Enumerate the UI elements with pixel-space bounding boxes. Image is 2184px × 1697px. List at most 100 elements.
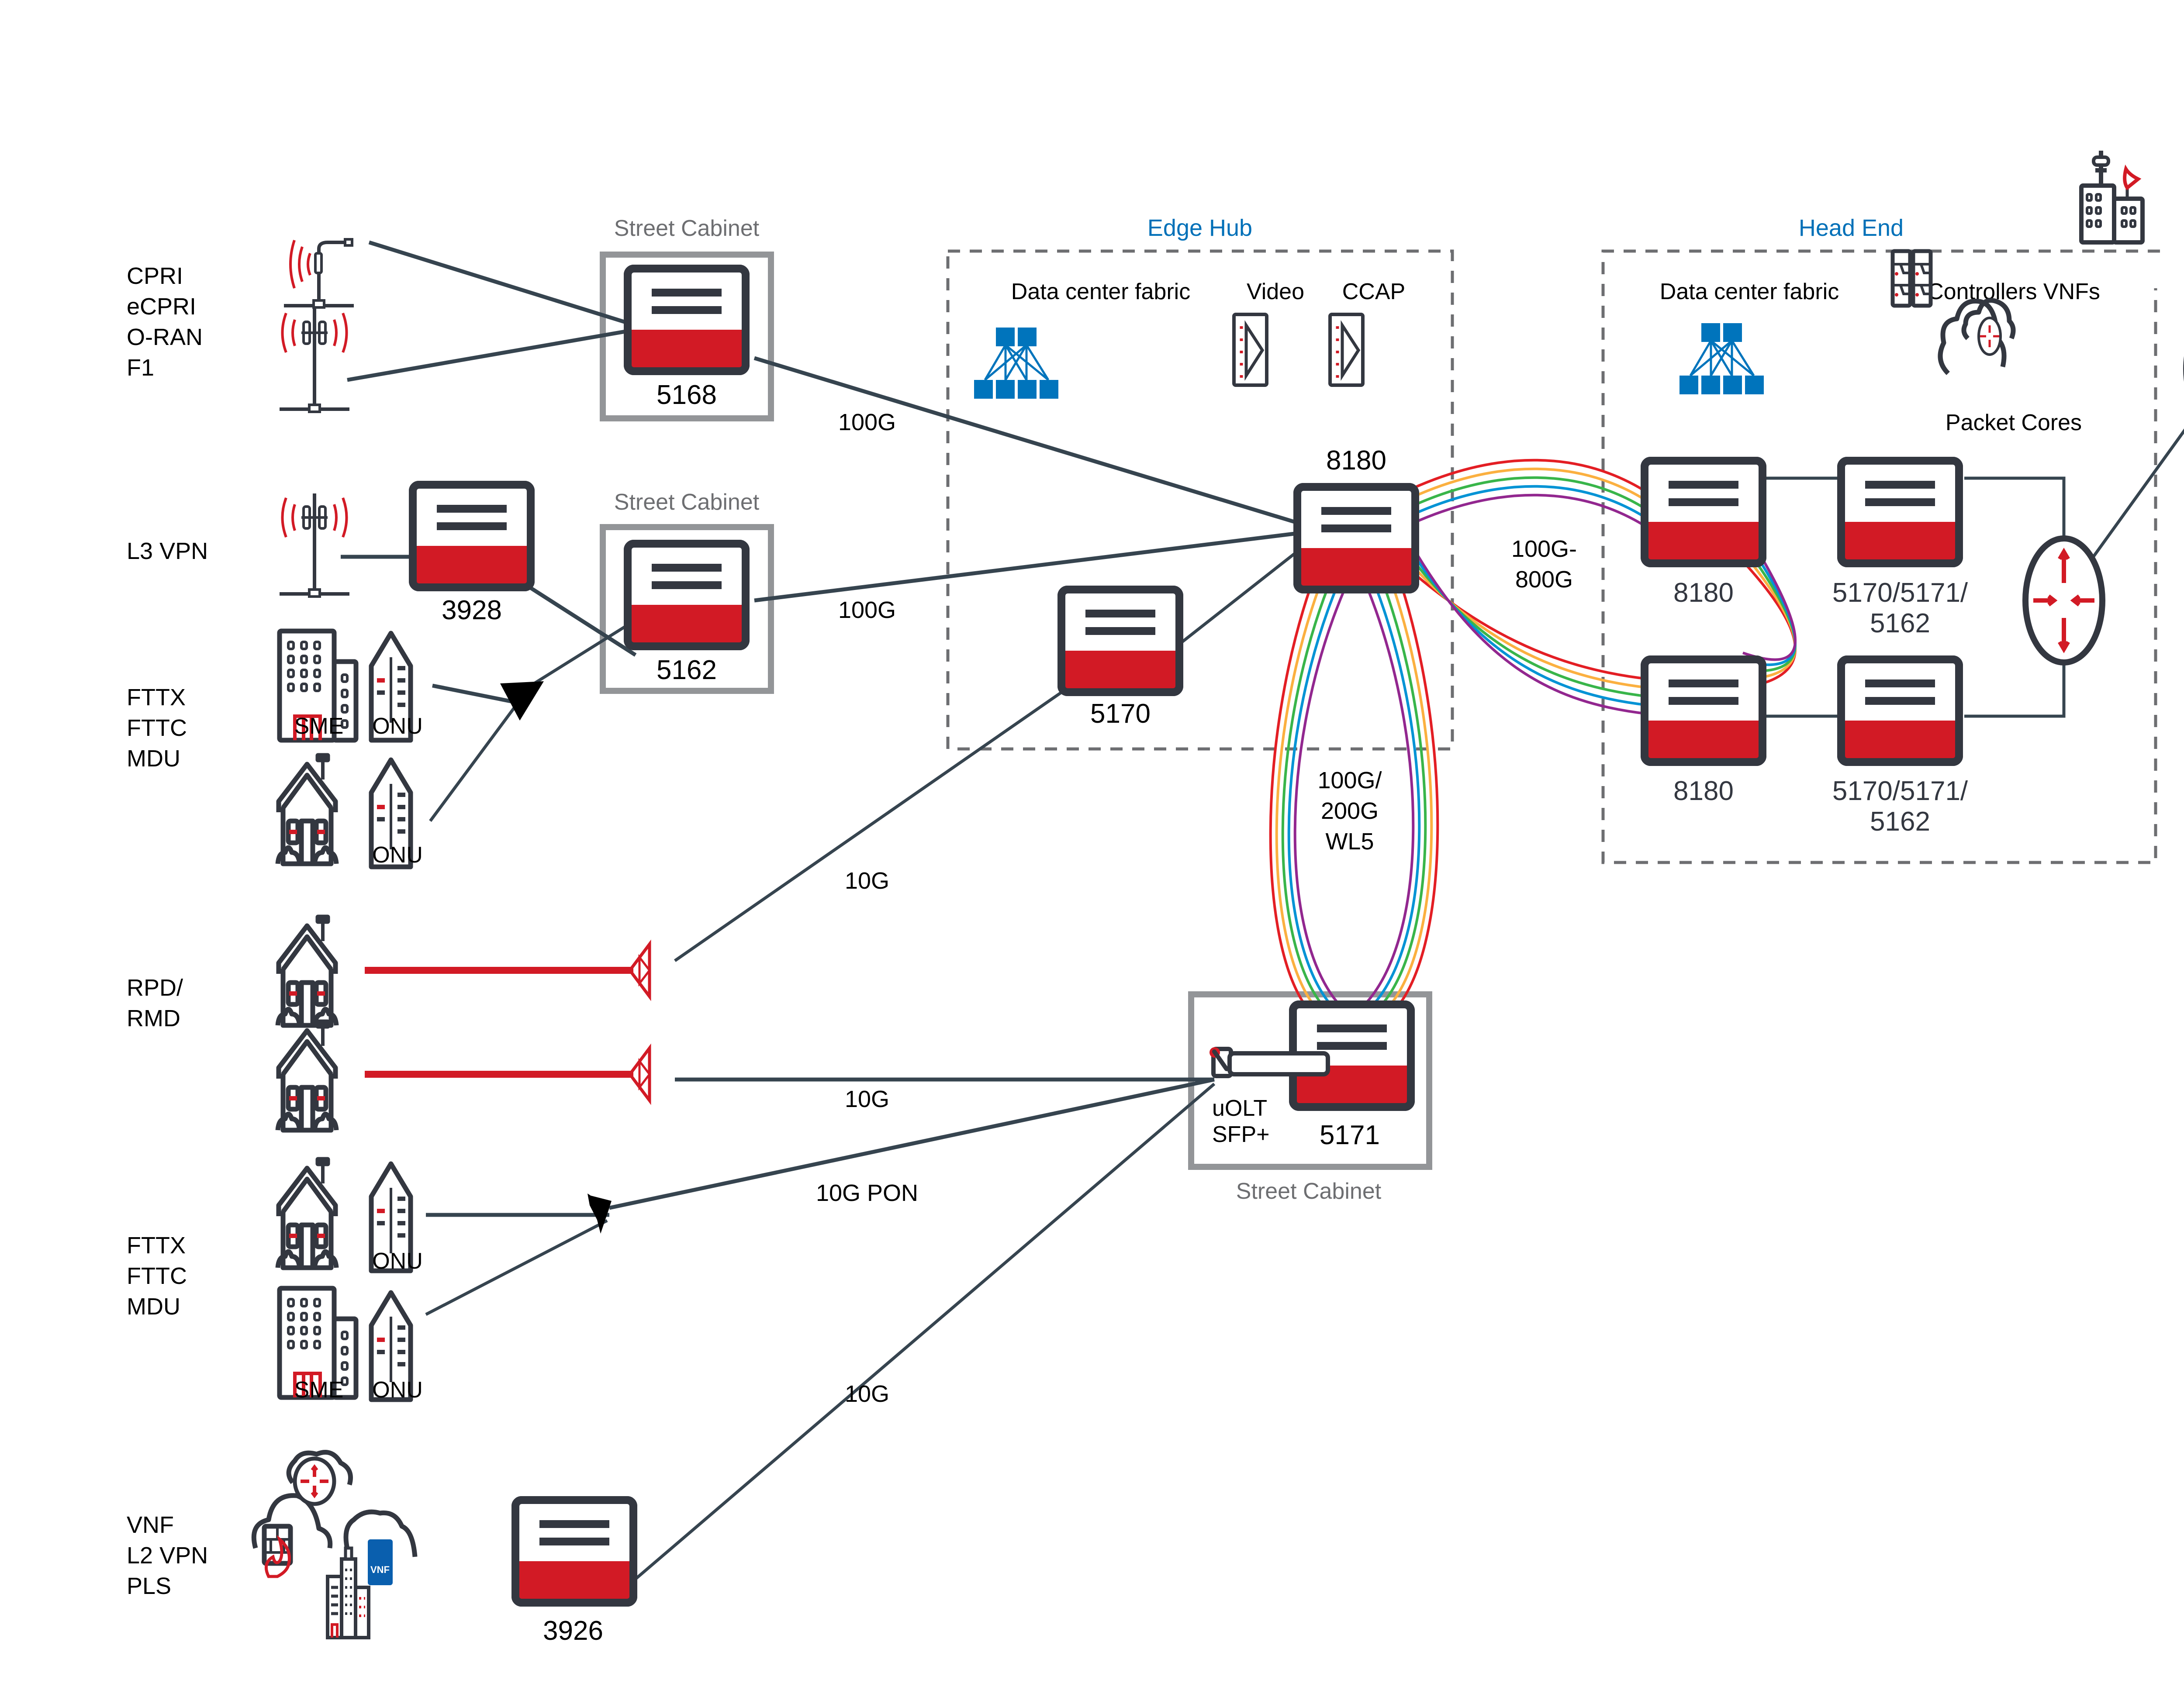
link-3926-uolt [632, 1083, 1216, 1582]
uolt-sfp-module[interactable] [1209, 1047, 1330, 1078]
link-tower1-5168 [368, 240, 636, 328]
wavelength-ring-cabinet [1269, 586, 1439, 1008]
device-5162[interactable] [628, 544, 746, 646]
link-5168-8180 [753, 356, 1303, 526]
device-he-agg-bottom-label-1: 5170/5171/ [1832, 776, 1968, 806]
service-label: FTTX [127, 684, 186, 711]
service-group-fttx-1: FTTX FTTC MDU [127, 684, 187, 772]
device-8180-edge[interactable] [1297, 487, 1415, 590]
controller-server-icon-1 [1890, 249, 1912, 308]
service-label: FTTC [127, 1263, 187, 1289]
wavelength-line [1287, 586, 1421, 1008]
service-group-rpd: RPD/ RMD [127, 975, 183, 1031]
cell-tower-icon-2 [280, 493, 349, 597]
onu-label-4: ONU [372, 1377, 423, 1403]
house-icon-rpd-2 [278, 1022, 336, 1130]
splitter-icon-2-fill [591, 1196, 612, 1234]
wavelength-ring-head-end [1401, 459, 1797, 715]
device-8180-edge-label: 8180 [1326, 445, 1386, 476]
vnf-cluster: VNF [251, 1450, 418, 1639]
device-he-agg-top-label-1: 5170/5171/ [1832, 578, 1968, 608]
onu-label-3: ONU [372, 1249, 423, 1274]
link-label-ring-cab-2: 200G [1321, 798, 1379, 824]
vnf-badge-label: VNF [370, 1564, 390, 1575]
street-cabinet-2-label: Street Cabinet [614, 490, 760, 515]
device-8180-he-top[interactable] [1645, 461, 1762, 563]
head-end-building-icon [2079, 151, 2145, 245]
service-label: MDU [127, 1293, 180, 1320]
link-5162-8180 [754, 531, 1302, 603]
head-end-title: Head End [1799, 215, 1904, 241]
device-5168[interactable] [628, 269, 746, 371]
service-label: RPD/ [127, 975, 183, 1001]
device-8180-he-bottom[interactable] [1645, 659, 1762, 762]
video-icon [1232, 313, 1268, 387]
service-group-l3vpn: L3 VPN [127, 538, 208, 564]
link-label-5168: 100G [838, 409, 896, 435]
wavelength-line [1401, 493, 1797, 715]
head-end-zone [1601, 249, 2160, 864]
link-splitter-5162 [530, 619, 636, 687]
router-icon[interactable] [2022, 535, 2105, 666]
cloud-vnf-icon [343, 1509, 418, 1558]
device-5162-label: 5162 [657, 655, 717, 685]
link-label-5162: 100G [838, 597, 896, 623]
device-8180-he-bottom-label: 8180 [1673, 776, 1734, 806]
service-group-vnf: VNF L2 VPN PLS [127, 1512, 208, 1599]
service-label: L3 VPN [127, 538, 208, 564]
device-he-agg-top-label-2: 5162 [1870, 608, 1930, 638]
device-he-agg-top[interactable] [1841, 461, 1959, 563]
wavelength-line [1293, 586, 1415, 1008]
device-3926[interactable] [515, 1500, 633, 1603]
sme-label-2: SME [294, 1377, 344, 1403]
link-label-ring-cab-1: 100G/ [1317, 767, 1382, 793]
data-center-fabric-icon [974, 328, 1058, 399]
device-he-agg-bottom-label-2: 5162 [1870, 807, 1930, 837]
small-cell-pole-icon [284, 238, 354, 309]
service-label: L2 VPN [127, 1542, 208, 1569]
link-label-ring-he-1: 100G- [1511, 536, 1577, 562]
cloud-router-icon [286, 1450, 353, 1486]
device-5168-label: 5168 [657, 380, 717, 410]
service-label: O-RAN [127, 324, 203, 350]
wavelength-line [1275, 586, 1433, 1007]
edge-hub-video-label: Video [1247, 279, 1304, 304]
service-label: FTTC [127, 715, 187, 741]
device-3928[interactable] [413, 485, 531, 587]
uolt-label-1: uOLT [1212, 1096, 1267, 1121]
link-onu1-splitter [432, 683, 520, 705]
service-label: FTTX [127, 1232, 186, 1259]
device-5171-label: 5171 [1320, 1120, 1380, 1150]
controller-server-icon-2 [1911, 249, 1933, 308]
link-label-pon: 10G PON [816, 1180, 918, 1206]
head-end-fabric-label: Data center fabric [1660, 279, 1839, 304]
device-8180-he-top-label: 8180 [1673, 578, 1734, 608]
service-group-ran: CPRI eCPRI O-RAN F1 [127, 263, 203, 381]
device-3928-label: 3928 [442, 595, 502, 625]
cell-tower-icon-1 [280, 309, 349, 412]
link-onu2-splitter [429, 693, 525, 822]
edge-hub-fabric-label: Data center fabric [1011, 279, 1190, 304]
edge-hub-title: Edge Hub [1147, 215, 1252, 241]
head-end-controllers-label: Controllers VNFs [1927, 279, 2100, 304]
link-onu4-splitter [425, 1219, 608, 1316]
ccap-icon [1328, 313, 1365, 387]
cloud-router-vnf-icon-main [1961, 298, 2016, 356]
house-icon-rpd-1 [278, 917, 336, 1025]
wavelength-line [1269, 587, 1439, 1007]
device-5170-label: 5170 [1090, 699, 1151, 729]
device-he-agg-bottom[interactable] [1841, 659, 1959, 762]
head-end-packet-cores-label: Packet Cores [1946, 410, 2082, 435]
edge-hub-ccap-label: CCAP [1342, 279, 1405, 304]
device-5170[interactable] [1061, 590, 1179, 692]
device-3926-label: 3926 [543, 1616, 603, 1646]
link-amp1-5170 [674, 686, 1069, 962]
service-label: MDU [127, 745, 180, 772]
link-5170-8180 [1178, 547, 1303, 645]
link-label-5170: 10G [845, 868, 889, 894]
onu-label-2: ONU [372, 842, 423, 868]
link-label-ring-cab-3: WL5 [1325, 828, 1374, 855]
link-splitter-uolt [609, 1077, 1215, 1210]
vnf-badge [368, 1539, 393, 1585]
link-label-3926: 10G [845, 1381, 889, 1407]
